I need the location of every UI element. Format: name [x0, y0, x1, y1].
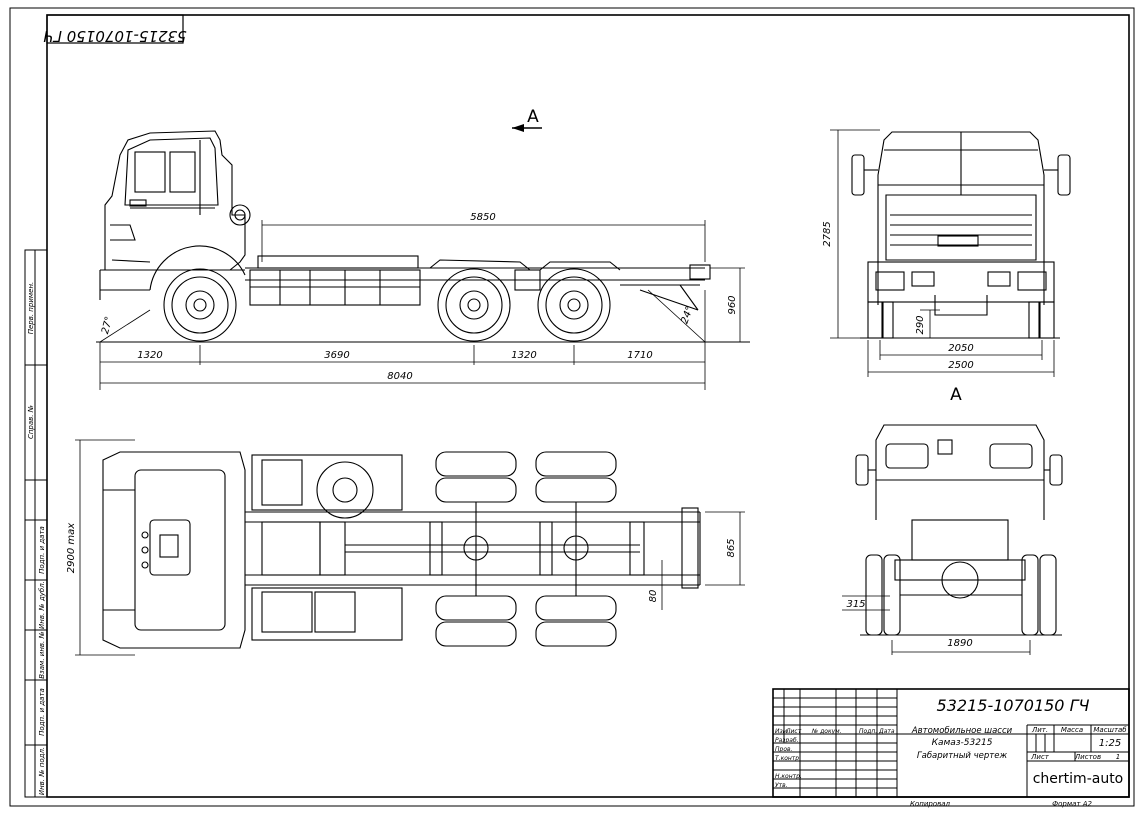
tb-format: Формат А2 — [1052, 800, 1092, 808]
tb-row-prov: Пров. — [775, 746, 793, 753]
plan-dimensions — [75, 439, 745, 656]
tb-row-utv: Утв. — [775, 782, 788, 789]
dim-bogie: 1320 — [511, 350, 536, 361]
side-view — [99, 130, 711, 311]
margin-label-6: Инв. № подл. — [38, 747, 46, 795]
plan-dim-frame-width: 865 — [726, 538, 737, 557]
plan-dim-offset: 80 — [648, 590, 659, 603]
angle-front: 27° — [100, 315, 115, 335]
tb-col-sign: Подп. — [859, 728, 877, 735]
dim-frame-height: 960 — [727, 295, 738, 314]
front-dim-clearance: 290 — [915, 315, 926, 334]
margin-label-2: Подп. и дата — [38, 526, 46, 574]
rear-dim-clearance: 315 — [846, 599, 865, 610]
dim-total: 8040 — [387, 371, 412, 382]
view-marker-a-top: A — [512, 107, 542, 132]
tb-sheets-value: 1 — [1116, 753, 1120, 761]
middle-wheel — [437, 268, 511, 342]
tb-sheet-label: Лист — [1030, 753, 1050, 761]
side-dimension-labels: 5850 1320 3690 1320 1710 8040 960 27° 24… — [100, 212, 738, 382]
tb-lit-label: Лит. — [1031, 726, 1048, 734]
left-margin-strip — [24, 249, 48, 798]
tb-col-doc: № докум. — [811, 728, 842, 735]
plan-dimension-labels: 2900 max 865 80 — [66, 523, 737, 603]
tb-row-tkontr: Т.контр. — [775, 755, 801, 762]
front-dim-height: 2785 — [822, 221, 833, 246]
tb-sheets-label: Листов — [1074, 753, 1101, 761]
rear-dimensions — [842, 590, 1062, 655]
dim-frame: 5850 — [470, 212, 495, 223]
rear-wheel — [537, 268, 611, 342]
dim-wheelbase: 3690 — [324, 350, 349, 361]
tb-col-list: Лист — [785, 728, 802, 735]
tb-scale-label: Масштаб — [1093, 726, 1127, 734]
front-dim-track: 2050 — [948, 343, 973, 354]
tb-col-izm: Изм. — [775, 728, 789, 735]
rear-view — [855, 424, 1063, 636]
front-dimension-labels: 2785 290 2050 2500 — [822, 221, 974, 371]
tb-name-2: Камаз-53215 — [932, 738, 993, 748]
plan-view — [102, 451, 701, 649]
rear-dimension-labels: 315 1890 — [846, 599, 972, 649]
tb-name-1: Автомобильное шасси — [911, 726, 1013, 736]
view-marker-a-top-letter: A — [527, 107, 539, 127]
tb-designation: 53215-1070150 ГЧ — [937, 696, 1090, 715]
top-stamp-text: 53215-1070150 ГЧ — [43, 27, 186, 45]
tb-row-razrab: Разраб. — [775, 737, 799, 744]
rear-dim-track: 1890 — [947, 638, 972, 649]
outer-frame — [9, 7, 1135, 807]
tb-col-date: Дата — [878, 728, 895, 735]
title-block-text: 53215-1070150 ГЧ Автомобильное шасси Кам… — [775, 696, 1127, 808]
margin-label-5: Подп. и дата — [38, 688, 46, 736]
tb-mass-label: Масса — [1061, 726, 1083, 734]
margin-label-3: Инв. № дубл. — [38, 581, 46, 629]
margin-label-0: Перв. примен. — [27, 282, 35, 335]
margin-label-1: Справ. № — [27, 405, 35, 439]
tb-scale-value: 1:25 — [1099, 738, 1121, 749]
side-wheels — [163, 268, 611, 342]
dim-front-overhang: 1320 — [137, 350, 162, 361]
tb-org: chertim-auto — [1033, 771, 1124, 787]
tb-copied: Копировал — [910, 800, 951, 808]
margin-label-4: Взам. инв. № — [38, 631, 46, 679]
front-dim-width: 2500 — [948, 360, 973, 371]
side-dimensions — [96, 220, 750, 390]
angle-rear: 24° — [679, 305, 695, 325]
tb-row-nkontr: Н.контр. — [775, 773, 802, 780]
tb-name-3: Габаритный чертеж — [917, 751, 1008, 761]
dim-rear-overhang: 1710 — [627, 350, 652, 361]
title-block — [772, 688, 1130, 798]
view-marker-a-rear: A — [950, 385, 962, 405]
plan-dim-width: 2900 max — [66, 523, 77, 573]
front-dimensions — [830, 129, 1060, 377]
front-wheel — [163, 268, 237, 342]
left-margin-labels: Перв. примен. Справ. № Подп. и дата Инв.… — [27, 282, 46, 795]
front-view — [851, 131, 1071, 339]
top-stamp: 53215-1070150 ГЧ — [43, 14, 187, 45]
